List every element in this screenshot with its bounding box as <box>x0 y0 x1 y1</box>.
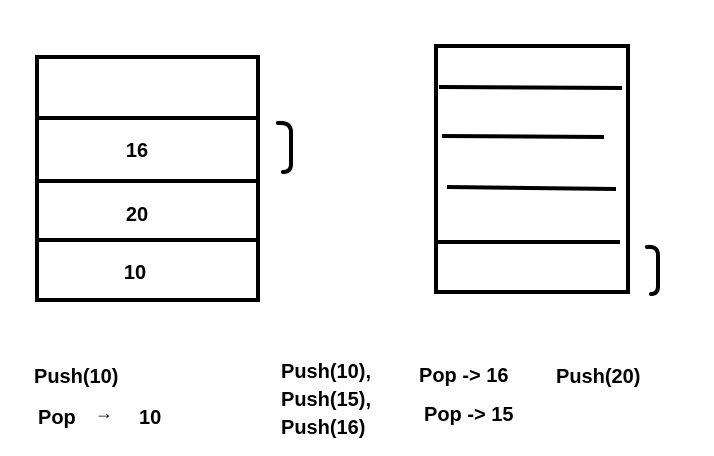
push-sequence-line-1: Push(10), <box>281 361 372 383</box>
left-stack-outline <box>35 55 260 302</box>
right-pointer-bracket-icon <box>645 244 660 296</box>
right-stack-outline <box>434 44 630 294</box>
pop-label: Pop <box>38 407 76 429</box>
push-sequence-line-2: Push(15), <box>281 389 372 411</box>
left-stack-cell-middle-value: 20 <box>126 204 148 226</box>
pop-16-label: Pop -> 16 <box>419 365 509 387</box>
left-stack: 16 20 10 <box>35 55 260 302</box>
left-stack-cell-bottom-value: 10 <box>124 262 146 284</box>
push-20-label: Push(20) <box>556 366 641 388</box>
right-stack-divider <box>438 85 623 90</box>
right-stack-divider <box>446 185 617 191</box>
arrow-right-icon: → <box>95 403 113 423</box>
right-stack-divider <box>441 134 605 139</box>
push-sequence-line-3: Push(16) <box>281 417 366 439</box>
top-pointer-bracket-icon <box>276 120 293 174</box>
push-10-label: Push(10) <box>34 366 119 388</box>
pop-15-label: Pop -> 15 <box>424 404 514 426</box>
right-stack <box>434 44 630 294</box>
pop-result-value: 10 <box>139 407 162 429</box>
left-stack-cell-top-value: 16 <box>126 140 148 162</box>
